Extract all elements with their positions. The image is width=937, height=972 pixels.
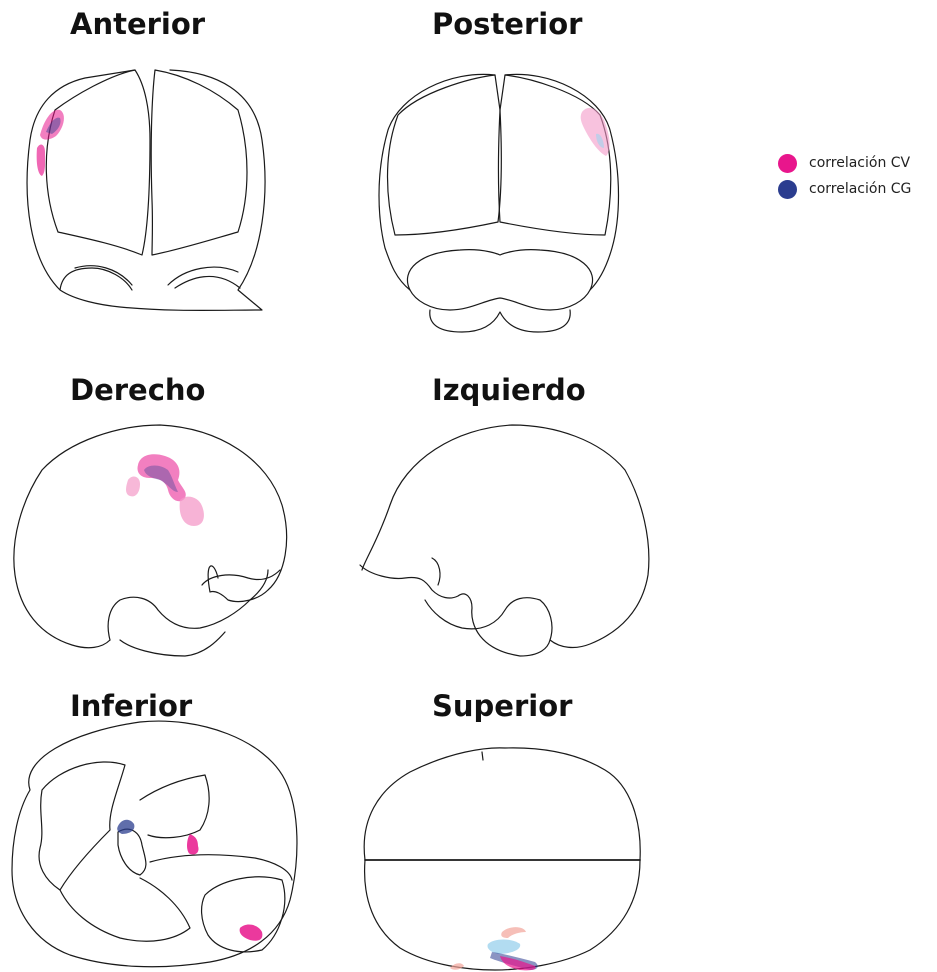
activation-cv <box>37 145 45 176</box>
brainstem <box>118 829 146 875</box>
activation-cg-light <box>487 940 520 955</box>
activation-cv-light <box>126 477 140 497</box>
activation-cv-light <box>501 927 526 938</box>
right-hemisphere <box>499 75 611 235</box>
cerebellum <box>202 877 285 952</box>
cerebellum <box>407 250 592 310</box>
legend-item-cv: correlación CV <box>778 150 911 176</box>
legend-label-cv: correlación CV <box>809 155 910 171</box>
hemisphere-notch <box>482 752 483 760</box>
right-hemisphere <box>151 70 247 255</box>
left-hemisphere <box>388 75 502 235</box>
activation-cv <box>187 834 199 855</box>
brain-posterior-view <box>379 74 619 332</box>
brain-left-lateral-view <box>360 425 649 656</box>
legend-label-cg: correlación CG <box>809 181 911 197</box>
frontal-lobe-left <box>39 762 125 890</box>
activation-cv-light <box>180 497 204 526</box>
temporal-lobe <box>108 570 268 656</box>
temporal-lobe-right <box>168 267 238 285</box>
legend-swatch-cv <box>778 154 797 173</box>
cerebellum <box>432 558 440 585</box>
temporal-lobe <box>140 775 292 880</box>
legend-item-cg: correlación CG <box>778 176 911 202</box>
activation-cv-light <box>450 963 464 970</box>
brain-superior-view <box>364 748 640 970</box>
brain-outline <box>27 70 265 310</box>
brain-outline <box>362 425 649 647</box>
legend: correlación CV correlación CG <box>778 150 911 202</box>
activation-cv <box>240 925 263 941</box>
left-hemisphere <box>46 70 150 255</box>
brain-outline <box>364 748 640 970</box>
brainstem <box>430 310 570 332</box>
activation-cv <box>581 108 610 156</box>
temporal-lobe <box>360 565 552 656</box>
brain-anterior-view <box>27 70 265 310</box>
brain-right-lateral-view <box>14 425 287 656</box>
brain-inferior-view <box>12 721 297 967</box>
legend-swatch-cg <box>778 180 797 199</box>
activation-cg <box>117 820 134 834</box>
frontal-lobe-right <box>60 878 190 941</box>
